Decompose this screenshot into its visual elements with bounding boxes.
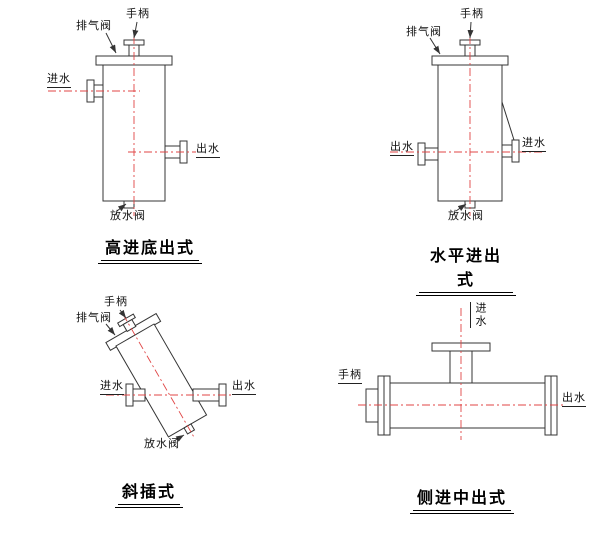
diagram-title-text: 水平进出式 (419, 242, 513, 293)
exhaust-leader-arrow (429, 37, 441, 55)
drain-leader-arrow (455, 203, 467, 212)
outlet-flange (417, 142, 426, 166)
diagram-title-text: 侧进中出式 (412, 484, 511, 511)
diagram-drawing (390, 21, 544, 216)
diagram-drawing (48, 21, 196, 216)
diagram-oblique-insert: 手柄 排气阀 进水 出水 放水阀 斜插式 (50, 290, 320, 543)
diagram-title-text: 高进底出式 (100, 234, 199, 261)
handle-leader-arrow (118, 309, 127, 319)
diagram-drawing (105, 309, 234, 442)
inlet-label: 进水 (470, 302, 486, 328)
handle-leader-arrow (467, 21, 474, 39)
diagram-title-text: 斜插式 (117, 478, 180, 505)
diagram-title: 斜插式 (114, 478, 184, 508)
outlet-pipe (424, 147, 439, 161)
inlet-label: 进水 (522, 137, 546, 152)
diagram-title: 水平进出式 (416, 242, 516, 296)
diagram-side-in-middle-out: 进水 手柄 出水 侧进中出式 (330, 290, 612, 543)
drain-valve-label: 放水阀 (448, 210, 484, 222)
drain-valve-label: 放水阀 (144, 438, 180, 450)
handle-label: 手柄 (104, 296, 128, 308)
drain-leader-arrow (116, 203, 127, 212)
outlet-label: 出水 (196, 143, 220, 158)
diagram-title: 侧进中出式 (407, 484, 517, 514)
handle-label: 手柄 (338, 369, 362, 384)
exhaust-leader-arrow (105, 32, 117, 54)
diagram-drawing (358, 308, 566, 440)
axis-centerline (122, 313, 196, 440)
outlet-label: 出水 (562, 392, 586, 407)
inlet-flange (511, 139, 520, 163)
inlet-pipe (501, 144, 513, 158)
exhaust-valve-label: 排气阀 (76, 312, 112, 324)
drain-leader-arrow (173, 434, 185, 442)
exhaust-valve-label: 排气阀 (76, 20, 112, 32)
diagram-horizontal-in-out: 排气阀 手柄 出水 进水 放水阀 水平进出式 (330, 0, 612, 296)
exhaust-leader-arrow (105, 323, 116, 336)
handle-stem (365, 388, 379, 423)
inlet-brace-line (501, 101, 515, 141)
diagram-high-in-bottom-out: 排气阀 手柄 进水 出水 放水阀 高进底出式 (20, 0, 320, 280)
outlet-label: 出水 (390, 141, 414, 156)
handle-label: 手柄 (460, 8, 484, 20)
inlet-label: 进水 (100, 380, 124, 395)
drain-valve-label: 放水阀 (110, 210, 146, 222)
diagram-title: 高进底出式 (90, 234, 210, 264)
exhaust-valve-label: 排气阀 (406, 26, 442, 38)
handle-leader-arrow (132, 21, 139, 39)
handle-label: 手柄 (126, 8, 150, 20)
inlet-label: 进水 (47, 73, 71, 88)
outlet-label: 出水 (232, 380, 256, 395)
tilted-tank-group (105, 312, 208, 440)
tank-body (389, 382, 546, 429)
